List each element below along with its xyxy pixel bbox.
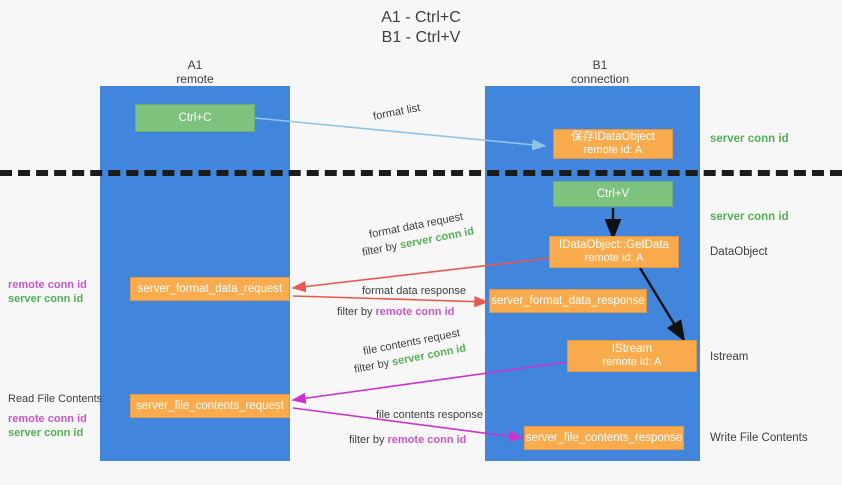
box-server-format-data-response[interactable]: server_format_data_response [489,289,647,313]
lane-header-a1: A1 remote [110,58,280,86]
annotation-server-conn-id-2: server conn id [8,427,84,439]
box-ctrl-v-label: Ctrl+V [596,187,630,200]
title-line-1: A1 - Ctrl+C [381,9,461,26]
title-line-2: B1 - Ctrl+V [381,29,461,46]
box-getdata-line1: IDataObject::GetData [559,239,669,251]
filter-key-remote-conn-id: remote conn id [387,434,467,446]
lane-header-b1: B1 connection [510,58,690,86]
box-server-format-data-request-label: server_format_data_request [137,282,283,295]
label-file-contents-response-filter: filter by remote conn id [349,433,466,447]
box-ctrl-c[interactable]: Ctrl+C [135,104,255,132]
label-file-contents-response: file contents response [376,408,483,422]
box-getdata-line2: remote id: A [584,252,644,264]
box-server-file-contents-request-label: server_file_contents_request [136,399,284,412]
filter-prefix: filter by [337,306,376,318]
lane-header-a1-name: A1 [187,58,203,72]
annotation-server-conn-id-1: server conn id [8,293,84,305]
box-server-file-contents-response-label: server_file_contents_response [525,431,683,444]
label-file-contents-response-text: file contents response [376,409,484,421]
annotation-remote-conn-id-2: remote conn id [8,413,87,425]
box-istream[interactable]: IStream remote id: A [567,340,697,372]
lane-header-a1-sub: remote [176,72,214,86]
box-save-idataobject[interactable]: 保存IDataObject remote id: A [553,129,673,159]
annotation-dataobject: DataObject [710,246,768,258]
box-save-idataobject-line2: remote id: A [583,144,643,156]
label-format-data-response: format data response [362,284,466,298]
phase-divider [0,170,842,176]
box-istream-line1: IStream [611,343,653,355]
filter-key-remote-conn-id: remote conn id [375,306,455,318]
box-save-idataobject-line1: 保存IDataObject [571,131,655,143]
annotation-istream: Istream [710,351,749,363]
box-istream-line2: remote id: A [602,356,662,368]
annotation-server-conn-id-mid: server conn id [710,211,789,223]
annotation-server-conn-id-top: server conn id [710,133,789,145]
box-server-format-data-request[interactable]: server_format_data_request [130,277,290,301]
annotation-write-file-contents: Write File Contents [710,432,808,444]
box-getdata[interactable]: IDataObject::GetData remote id: A [549,236,679,268]
box-server-file-contents-request[interactable]: server_file_contents_request [130,394,290,418]
label-format-data-response-filter: filter by remote conn id [337,305,454,319]
filter-prefix: filter by [349,434,388,446]
box-ctrl-c-label: Ctrl+C [178,111,212,124]
box-server-file-contents-response[interactable]: server_file_contents_response [524,426,684,450]
annotation-remote-conn-id-1: remote conn id [8,279,87,291]
page-title: A1 - Ctrl+C B1 - Ctrl+V [0,8,842,48]
lane-header-b1-sub: connection [570,72,630,86]
label-format-data-response-text: format data response [362,285,466,297]
box-ctrl-v[interactable]: Ctrl+V [553,181,673,207]
lane-header-b1-name: B1 [592,58,608,72]
annotation-read-file-contents: Read File Contents [8,393,103,405]
box-server-format-data-response-label: server_format_data_response [491,294,645,307]
